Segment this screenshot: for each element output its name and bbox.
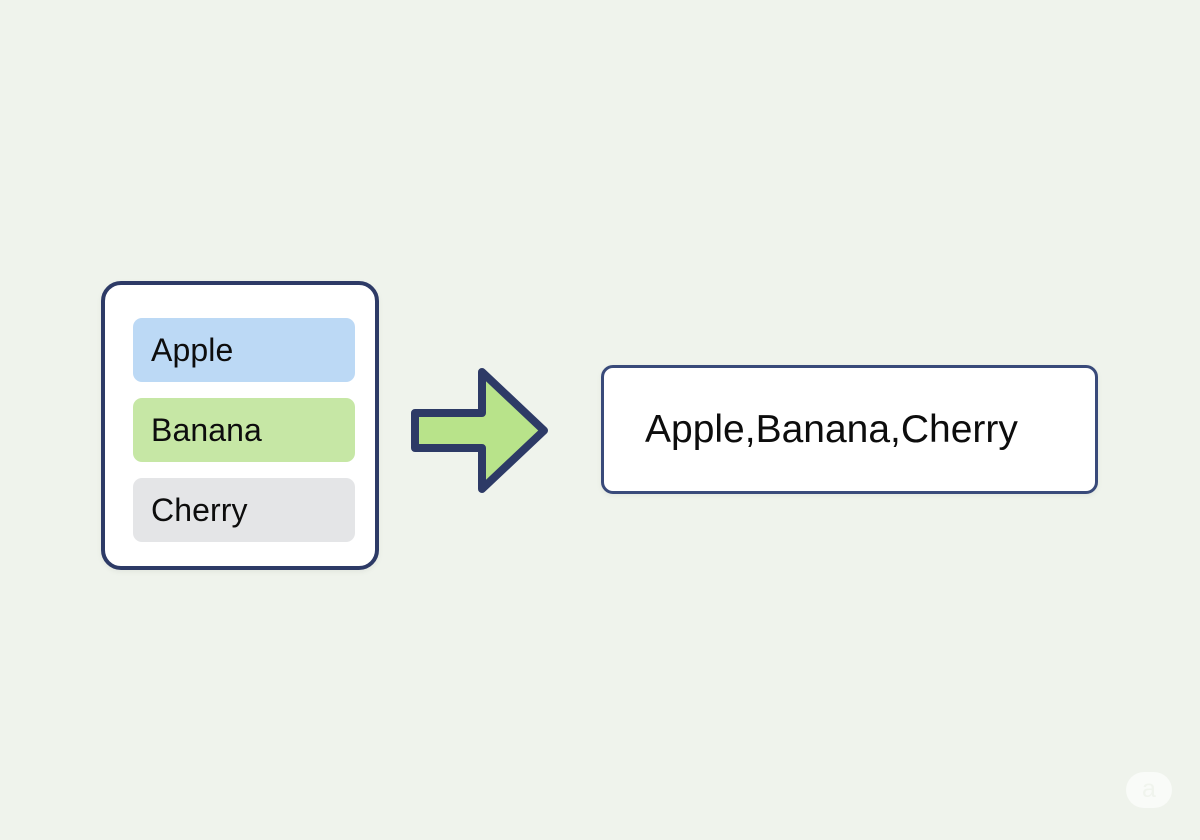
fruit-list-card: Apple Banana Cherry (101, 281, 379, 570)
list-item-label: Banana (151, 412, 262, 448)
joined-string-value: Apple,Banana,Cherry (645, 408, 1018, 451)
list-item[interactable]: Apple (133, 318, 355, 382)
watermark-badge: a (1126, 772, 1172, 808)
watermark-glyph: a (1142, 774, 1156, 803)
list-item[interactable]: Cherry (133, 478, 355, 542)
joined-string-box: Apple,Banana,Cherry (601, 365, 1098, 494)
list-item-label: Cherry (151, 492, 248, 528)
arrow-right-shape (411, 368, 548, 493)
list-item-label: Apple (151, 332, 234, 368)
list-item[interactable]: Banana (133, 398, 355, 462)
arrow-right-icon (402, 358, 557, 503)
